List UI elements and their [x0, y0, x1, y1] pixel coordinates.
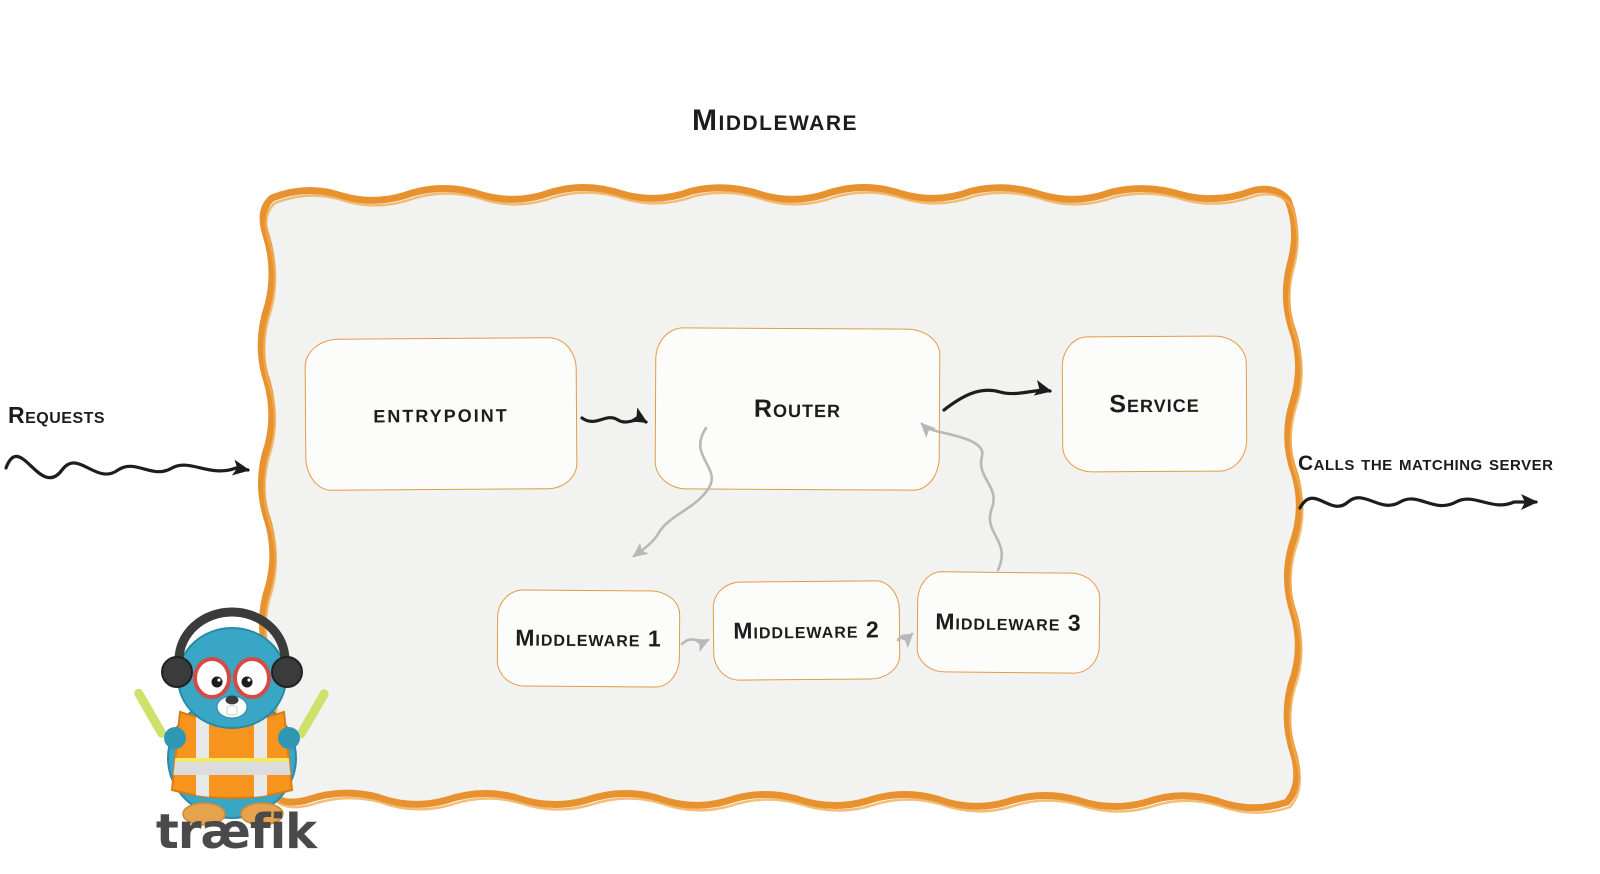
gopher-eye-right	[233, 657, 271, 699]
gopher-paw-left	[164, 727, 186, 749]
service-node: Service	[1061, 335, 1248, 473]
arrow-middleware1-to-middleware2	[680, 638, 710, 653]
calls-matching-server-annotation: Calls the matching server	[1298, 452, 1554, 475]
entrypoint-label: entrypoint	[373, 399, 509, 428]
diagram-title: Middleware	[692, 104, 858, 137]
gopher-safety-vest	[170, 710, 294, 799]
traefik-logo: træfik	[155, 804, 317, 860]
headphones-band-icon	[174, 607, 290, 665]
middleware2-label: Middleware 2	[733, 616, 880, 644]
traefik-gopher-mascot	[134, 607, 329, 826]
marshalling-stick-left-icon	[134, 688, 167, 738]
middleware1-label: Middleware 1	[515, 624, 662, 652]
gopher-pupil-left	[211, 676, 223, 688]
middleware2-node: Middleware 2	[712, 580, 901, 681]
middleware3-node: Middleware 3	[916, 571, 1101, 674]
gopher-body	[167, 697, 297, 819]
gopher-tooth	[226, 705, 238, 716]
middleware3-label: Middleware 3	[935, 608, 1082, 636]
arrow-router-to-service	[942, 380, 1052, 412]
entrypoint-node: entrypoint	[304, 337, 578, 491]
gopher-nose	[225, 695, 239, 705]
gopher-paw-right	[278, 727, 300, 749]
gopher-muzzle	[216, 695, 248, 719]
gopher-head	[177, 627, 287, 729]
requests-annotation: Requests	[8, 402, 106, 428]
headphone-earcup-right-icon	[271, 656, 303, 688]
middleware-chain-panel	[257, 183, 1303, 812]
arrow-requests-in	[4, 454, 250, 480]
vest-reflective-stripes	[172, 712, 292, 798]
gopher-pupil-right	[241, 676, 253, 688]
gopher-eye-left	[193, 657, 231, 699]
eye-highlight-right	[247, 678, 251, 682]
router-label: Router	[753, 394, 842, 423]
arrow-middleware2-to-middleware3	[896, 632, 914, 649]
arrow-service-out	[1298, 494, 1538, 510]
eye-highlight-left	[217, 678, 221, 682]
router-node: Router	[654, 327, 941, 491]
panel-border-sketch-echo	[262, 191, 1304, 814]
marshalling-stick-right-icon	[296, 689, 329, 739]
service-label: Service	[1109, 389, 1200, 418]
middleware1-node: Middleware 1	[496, 589, 681, 688]
headphone-earcup-left-icon	[161, 656, 193, 688]
arrow-entrypoint-to-router	[580, 407, 648, 424]
